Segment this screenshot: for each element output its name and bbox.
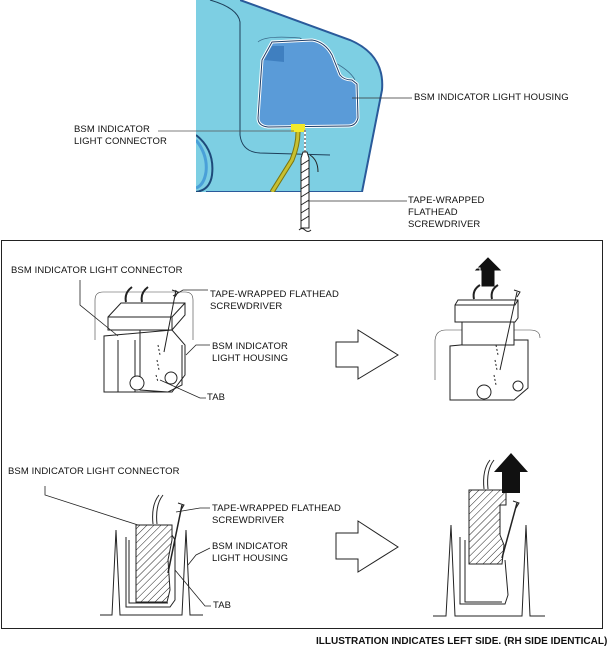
footer-note: ILLUSTRATION INDICATES LEFT SIDE. (RH SI… — [316, 636, 608, 647]
detail-iso-after — [434, 284, 541, 401]
label-top-tab: TAB — [207, 392, 226, 403]
detail-frame — [1, 240, 603, 629]
label-bottom-screwdriver: TAPE-WRAPPED FLATHEAD SCREWDRIVER — [212, 503, 341, 526]
detail-leaders — [44, 280, 211, 607]
label-top-screwdriver: TAPE-WRAPPED FLATHEAD SCREWDRIVER — [210, 289, 339, 312]
label-bottom-connector: BSM INDICATOR LIGHT CONNECTOR — [8, 466, 180, 477]
right-arrow-icon — [335, 329, 399, 380]
label-connector: BSM INDICATOR LIGHT CONNECTOR — [74, 124, 167, 147]
connector-shape — [291, 124, 305, 132]
label-bottom-tab: TAB — [213, 600, 232, 611]
mirror-panel-photo — [196, 0, 384, 192]
label-bottom-housing: BSM INDICATOR LIGHT HOUSING — [212, 541, 289, 564]
label-top-connector: BSM INDICATOR LIGHT CONNECTOR — [11, 265, 183, 276]
detail-section-before — [100, 494, 203, 616]
label-housing: BSM INDICATOR LIGHT HOUSING — [414, 92, 569, 103]
screwdriver-photo — [298, 130, 312, 232]
label-screwdriver: TAPE-WRAPPED FLATHEAD SCREWDRIVER — [408, 195, 485, 230]
up-arrow-icon — [494, 453, 528, 493]
up-arrow-icon — [472, 255, 502, 287]
right-arrow-icon — [335, 520, 399, 573]
label-top-housing: BSM INDICATOR LIGHT HOUSING — [212, 341, 289, 364]
detail-iso-before — [94, 286, 194, 393]
detail-section-after — [433, 459, 545, 617]
